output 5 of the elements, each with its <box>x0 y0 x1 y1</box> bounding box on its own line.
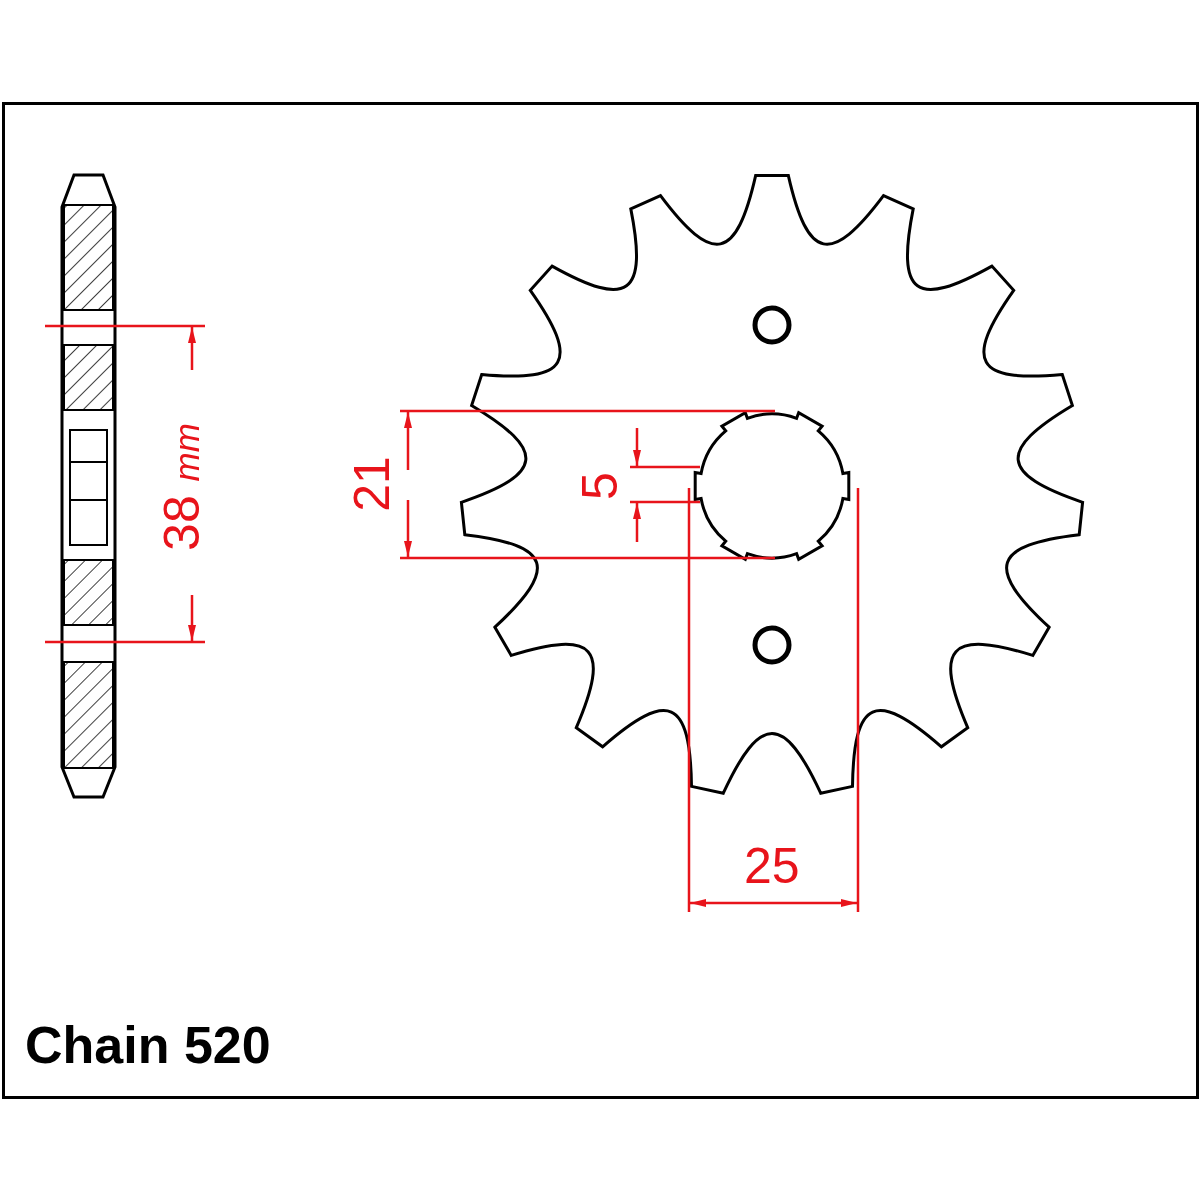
dimension-label: 21 <box>346 456 397 512</box>
dimension-label: 38 mm <box>156 423 207 551</box>
dimension-label: 5 <box>574 472 625 500</box>
dimension-label: 25 <box>744 841 800 891</box>
chain-size-label: Chain 520 <box>25 1019 271 1071</box>
